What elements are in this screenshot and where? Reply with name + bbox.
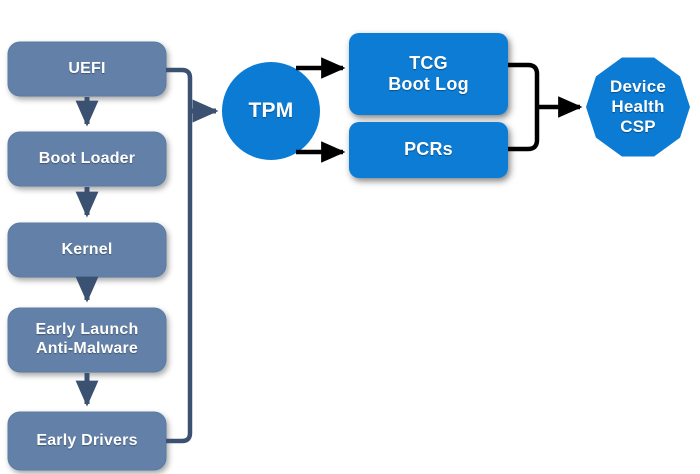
- shape-pcrs[interactable]: [349, 122, 508, 178]
- shape-uefi[interactable]: [7, 41, 167, 97]
- connector-boot-chain-to-tpm: [166, 67, 219, 444]
- connector-measurements-to-csp: [508, 62, 583, 152]
- shape-early-drivers[interactable]: [7, 411, 167, 471]
- tpm-output-arrows: [296, 57, 346, 163]
- measurement-shapes: [349, 33, 508, 178]
- shape-device-health-csp[interactable]: [586, 57, 690, 157]
- shape-tcg-boot-log[interactable]: [349, 33, 508, 115]
- shape-early-launch-anti-malware[interactable]: [7, 307, 167, 373]
- boot-chain-shapes: [7, 41, 167, 471]
- shape-boot-loader[interactable]: [7, 131, 167, 187]
- shape-kernel[interactable]: [7, 222, 167, 278]
- shape-tpm[interactable]: [222, 62, 320, 160]
